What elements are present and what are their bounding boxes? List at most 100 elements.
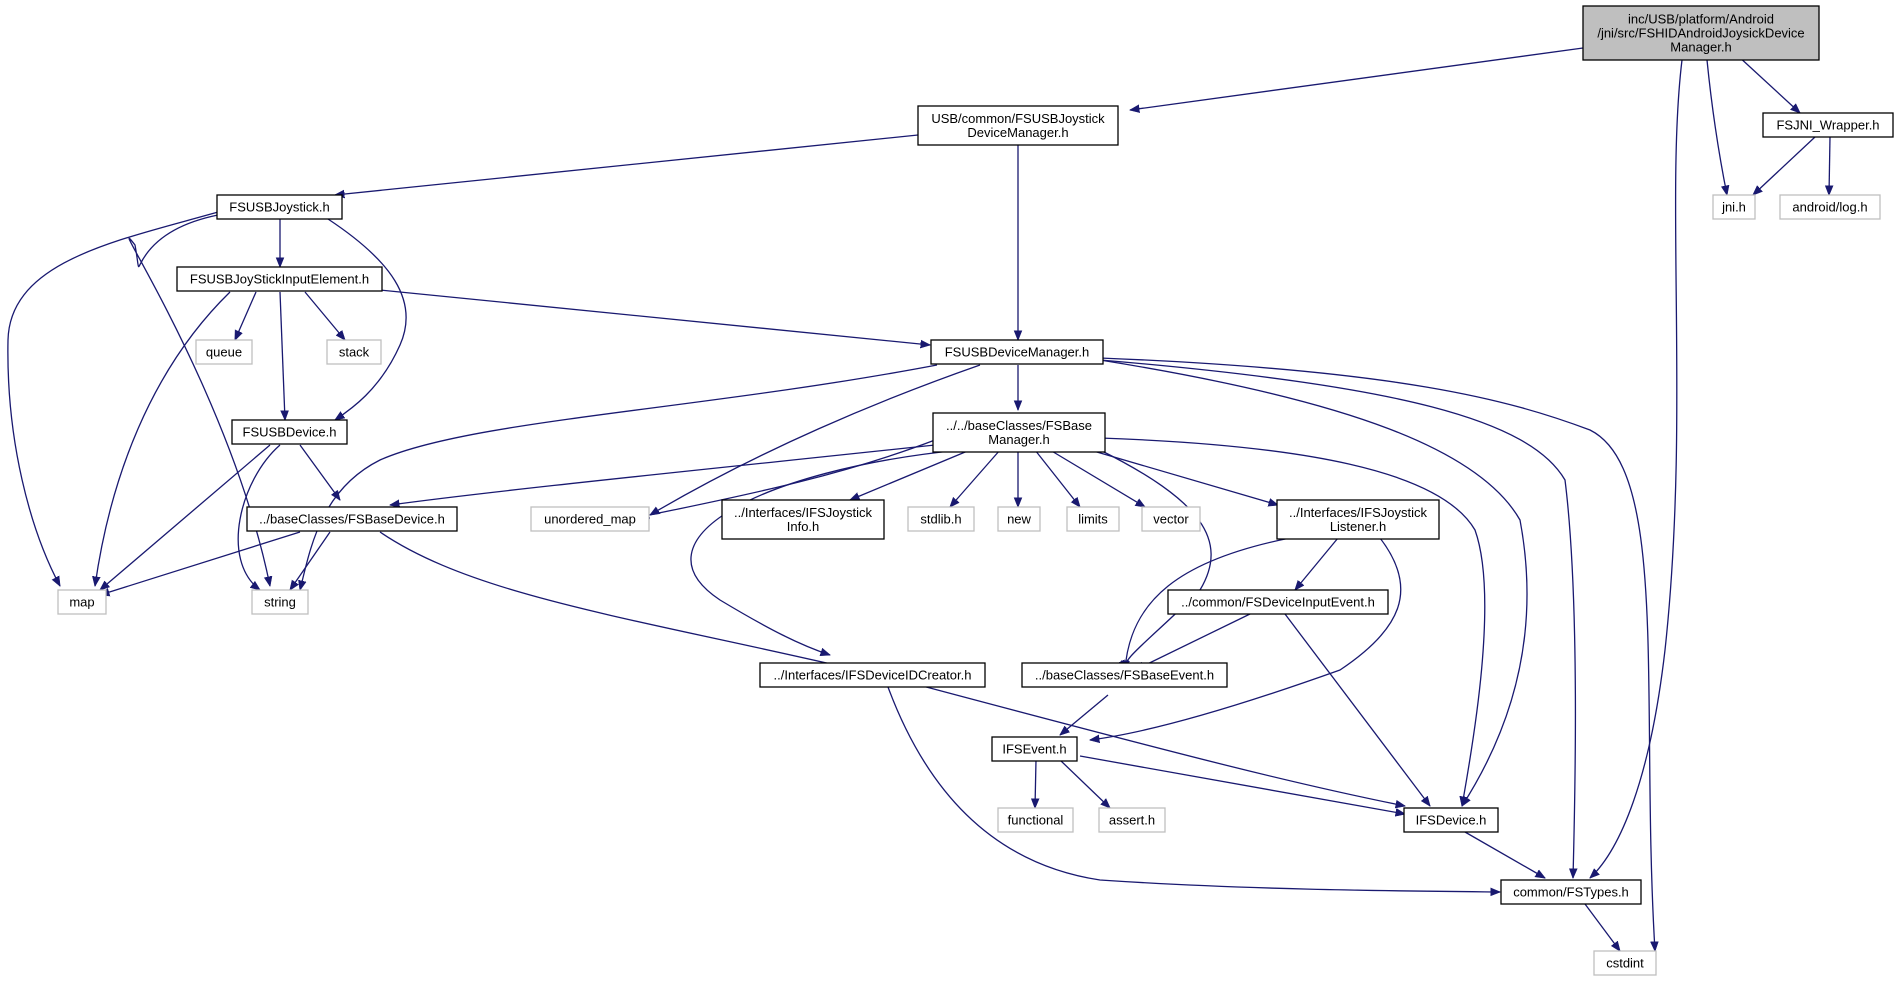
node-box (1066, 506, 1120, 532)
node-queue[interactable]: queue (195, 339, 253, 365)
edge-basemgr-to-ifsdev (1099, 437, 1486, 806)
node-label: ../Interfaces/IFSDeviceIDCreator.h (774, 668, 972, 683)
node-label: FSUSBJoystick.h (229, 200, 329, 215)
node-label: FSUSBJoyStickInputElement.h (190, 272, 369, 287)
node-new[interactable]: new (997, 506, 1041, 532)
edge-root-to-jniwrap (1736, 54, 1800, 113)
node-box (231, 419, 348, 445)
edge-usbjsie-to-usbdev (279, 291, 285, 420)
edge-usbdm-to-cstdint (1099, 357, 1655, 951)
node-fsusb-joystick[interactable]: FSUSBJoystick.h (216, 194, 343, 220)
node-root[interactable]: inc/USB/platform/Android/jni/src/FSHIDAn… (1582, 5, 1820, 61)
node-unordered-map[interactable]: unordered_map (530, 506, 650, 532)
node-fs-device-input-event[interactable]: ../common/FSDeviceInputEvent.h (1167, 589, 1389, 615)
edge-ijlist-to-ifsev (1090, 537, 1402, 740)
node-label: IFSDevice.h (1416, 813, 1487, 828)
edge-basemgr-to-ijinfo (850, 449, 971, 501)
edge-basedev-to-string (290, 531, 331, 590)
node-label: DeviceManager.h (967, 125, 1068, 140)
edge-ifsev-to-functional (1035, 759, 1036, 808)
node-ifs-device-id-creator[interactable]: ../Interfaces/IFSDeviceIDCreator.h (759, 662, 986, 688)
node-string[interactable]: string (251, 589, 309, 615)
node-fsusb-device[interactable]: FSUSBDevice.h (231, 419, 348, 445)
edge-ifsev-to-ifsdev (1079, 755, 1405, 814)
edge-basemgr-to-vector (1049, 449, 1145, 507)
node-label: Manager.h (988, 432, 1049, 447)
node-label: vector (1153, 512, 1189, 527)
node-jni-h[interactable]: jni.h (1712, 194, 1756, 220)
node-label: string (264, 595, 296, 610)
node-box (530, 506, 650, 532)
edge-usbdev-to-string (237, 444, 281, 590)
node-fsusb-joystick-input-element[interactable]: FSUSBJoyStickInputElement.h (176, 266, 383, 292)
node-label: common/FSTypes.h (1513, 885, 1629, 900)
node-label: ../baseClasses/FSBaseEvent.h (1035, 668, 1214, 683)
node-android-log-h[interactable]: android/log.h (1779, 194, 1881, 220)
node-map[interactable]: map (57, 589, 107, 615)
edge-basemgr-to-ijlist (1089, 449, 1278, 505)
node-label: FSUSBDeviceManager.h (945, 345, 1090, 360)
edge-root-to-jni (1706, 59, 1727, 195)
node-fsbase-device[interactable]: ../baseClasses/FSBaseDevice.h (246, 506, 458, 532)
edge-usbdm-to-ifsdev (1099, 359, 1528, 806)
node-vector[interactable]: vector (1141, 506, 1201, 532)
edge-usbjoy-to-string (128, 214, 270, 586)
edge-basemgr-to-baseev (1099, 449, 1212, 670)
node-box (176, 266, 383, 292)
node-fs-types[interactable]: common/FSTypes.h (1500, 879, 1642, 905)
edge-usbjsie-to-map (95, 291, 231, 586)
edge-jniwrap-to-alog (1829, 136, 1830, 195)
node-label: /jni/src/FSHIDAndroidJoysickDevice (1597, 26, 1804, 41)
edge-ifsdev-to-fstypes (1464, 831, 1545, 878)
node-label: ../../baseClasses/FSBase (946, 418, 1092, 433)
node-fsbase-event[interactable]: ../baseClasses/FSBaseEvent.h (1021, 662, 1228, 688)
node-box (1141, 506, 1201, 532)
node-box (930, 339, 1104, 365)
node-box (195, 339, 253, 365)
node-box (1403, 807, 1499, 833)
node-box (1276, 499, 1440, 540)
node-label: jni.h (1721, 200, 1746, 215)
edge-usbjsie-to-usbdm (379, 289, 930, 345)
node-stack[interactable]: stack (326, 339, 382, 365)
node-box (721, 499, 885, 540)
node-label: limits (1078, 512, 1108, 527)
edge-usbjdm-to-usbjoy (335, 134, 919, 195)
edge-basemgr-to-umap (640, 439, 936, 517)
edge-root-to-usbjdm (1130, 47, 1584, 110)
node-fsjni-wrapper[interactable]: FSJNI_Wrapper.h (1762, 112, 1894, 138)
node-box (997, 807, 1074, 833)
edge-usbjoy-to-map (7, 211, 219, 586)
edge-ijlist-to-devinev (1295, 537, 1339, 590)
node-label: ../baseClasses/FSBaseDevice.h (259, 512, 445, 527)
node-limits[interactable]: limits (1066, 506, 1120, 532)
node-fsusb-device-manager[interactable]: FSUSBDeviceManager.h (930, 339, 1104, 365)
node-label: map (69, 595, 94, 610)
node-stdlib[interactable]: stdlib.h (907, 506, 975, 532)
node-label: FSJNI_Wrapper.h (1776, 118, 1879, 133)
node-label: Listener.h (1330, 519, 1386, 534)
node-cstdint[interactable]: cstdint (1593, 950, 1657, 976)
node-box (907, 506, 975, 532)
node-ifs-device[interactable]: IFSDevice.h (1403, 807, 1499, 833)
node-functional[interactable]: functional (997, 807, 1074, 833)
node-label: unordered_map (544, 512, 636, 527)
node-box (1779, 194, 1881, 220)
node-box (246, 506, 458, 532)
node-label: android/log.h (1792, 200, 1867, 215)
node-label: USB/common/FSUSBJoystick (931, 111, 1105, 126)
edge-usbdev-to-basedev (299, 444, 340, 500)
node-ifs-event[interactable]: IFSEvent.h (991, 736, 1078, 762)
node-box (997, 506, 1041, 532)
node-assert[interactable]: assert.h (1098, 807, 1166, 833)
node-box (216, 194, 343, 220)
edge-ijlist-to-baseev (1125, 537, 1291, 670)
node-box (1167, 589, 1389, 615)
edge-usbdev-to-map (100, 444, 271, 590)
dependency-edges (7, 47, 1830, 951)
